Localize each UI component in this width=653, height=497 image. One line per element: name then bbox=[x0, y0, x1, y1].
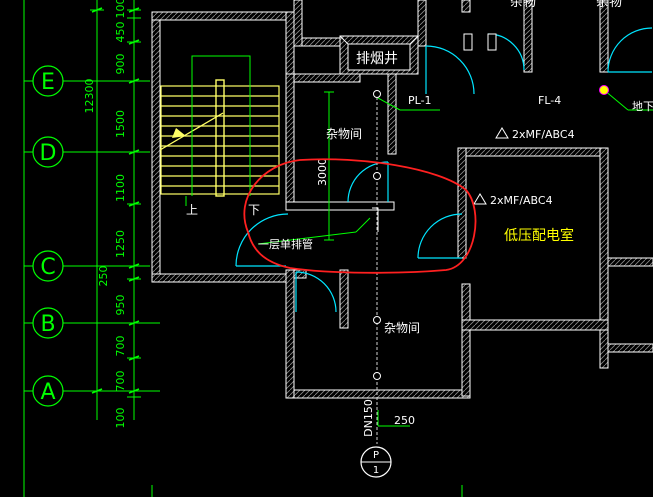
axis-label-b: B bbox=[40, 312, 55, 337]
exhaust-shaft-label: 排烟井 bbox=[356, 51, 398, 67]
extinguisher-a-label: 2xMF/ABC4 bbox=[512, 128, 575, 141]
pipe-fl-label: FL-4 bbox=[538, 94, 561, 107]
axis-bubble-d[interactable]: D bbox=[32, 136, 64, 168]
top-neighbour-walls bbox=[293, 0, 609, 73]
pipe-offset-label: 250 bbox=[394, 414, 415, 427]
doors[interactable] bbox=[235, 27, 653, 313]
dim-seg-6: 1250 bbox=[114, 230, 127, 258]
dim-seg-5: 1100 bbox=[114, 174, 127, 202]
substation-walls[interactable] bbox=[457, 147, 653, 369]
axis-label-d: D bbox=[40, 141, 57, 166]
exhaust-shaft[interactable]: 排烟井 bbox=[339, 35, 419, 75]
axis-label-c: C bbox=[40, 255, 55, 280]
dim-seg-1: 100 bbox=[114, 0, 127, 19]
dim-seg-10: 700 bbox=[114, 371, 127, 392]
substation-label: 低压配电室 bbox=[504, 227, 574, 244]
pipe-lines bbox=[257, 89, 653, 427]
markup-ellipse[interactable] bbox=[243, 158, 477, 274]
pipe-size-label: DN150 bbox=[362, 399, 375, 437]
stair-up-label: 上 bbox=[186, 203, 198, 217]
central-walls[interactable] bbox=[285, 73, 471, 399]
top-right-posts bbox=[463, 33, 497, 51]
pipe-riser-main bbox=[372, 90, 381, 444]
storage-room-lower-label: 杂物间 bbox=[384, 321, 420, 335]
down-label-clip: 地下 bbox=[632, 100, 653, 113]
dim-total: 12300 bbox=[83, 79, 96, 114]
stair-flights[interactable] bbox=[159, 79, 280, 197]
stair-down-label: 下 bbox=[248, 203, 260, 217]
axis-label-a: A bbox=[40, 380, 55, 405]
dim-seg-11: 100 bbox=[114, 408, 127, 429]
dim-seg-7: 250 bbox=[97, 266, 110, 287]
axis-bubble-e[interactable]: E bbox=[32, 65, 64, 97]
axis-bubble-b[interactable]: B bbox=[32, 307, 64, 339]
dim-seg-9: 700 bbox=[114, 336, 127, 357]
storage-room-upper-label: 杂物间 bbox=[326, 127, 362, 141]
dimension-texts: 12300 100 450 900 1500 1100 1250 250 950… bbox=[83, 0, 127, 429]
dim-seg-8: 950 bbox=[114, 295, 127, 316]
stair-up-arrow-icon bbox=[172, 128, 186, 138]
room-height-dim: 3000 bbox=[316, 158, 329, 186]
top-left-room-clip: 杂物 bbox=[510, 0, 536, 10]
dim-seg-3: 900 bbox=[114, 54, 127, 75]
top-right-room-clip: 杂物 bbox=[596, 0, 622, 10]
axis-label-e: E bbox=[41, 70, 55, 95]
dim-seg-2: 450 bbox=[114, 22, 127, 43]
pipe-pl-label: PL-1 bbox=[408, 94, 432, 107]
pump-letter: P bbox=[373, 450, 379, 461]
axis-bubble-c[interactable]: C bbox=[32, 250, 64, 282]
pump-bubble[interactable]: P 1 bbox=[360, 446, 392, 478]
pump-number: 1 bbox=[373, 465, 379, 476]
stair-guide-lines bbox=[185, 55, 251, 206]
extinguisher-b-label: 2xMF/ABC4 bbox=[490, 194, 553, 207]
floor-drain-label: 一层单排管 bbox=[258, 237, 313, 251]
axis-bubble-a[interactable]: A bbox=[32, 375, 64, 407]
floor-drain-icon[interactable] bbox=[599, 85, 609, 95]
extinguisher-a[interactable]: 2xMF/ABC4 bbox=[495, 127, 575, 141]
dimension-chain bbox=[90, 7, 141, 398]
extinguisher-b[interactable]: 2xMF/ABC4 bbox=[473, 193, 553, 207]
dim-seg-4: 1500 bbox=[114, 110, 127, 138]
